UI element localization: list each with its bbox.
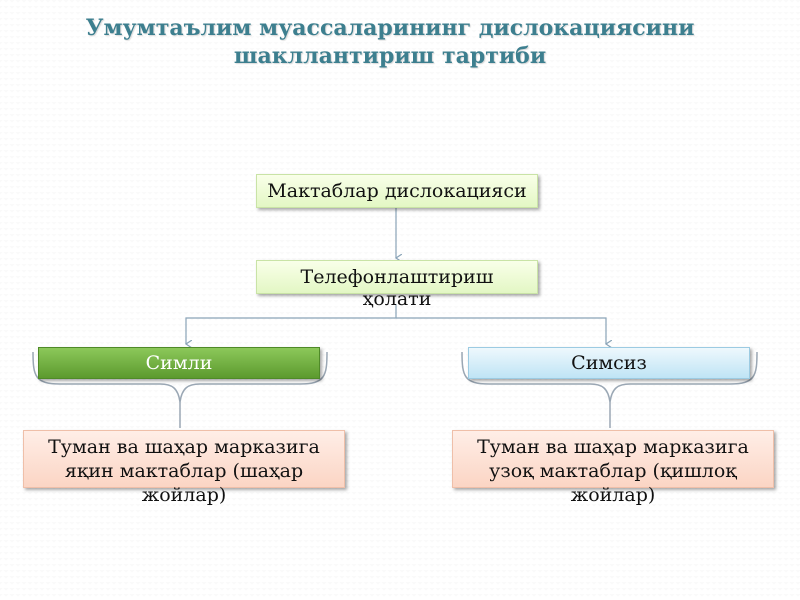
criterion-label-line-1: Телефонлаштириш bbox=[300, 266, 494, 288]
title-line-1: Умумтаълим муассаларининг дислокациясини bbox=[85, 15, 695, 41]
title-line-2: шакллантириш тартиби bbox=[233, 43, 547, 69]
urban-schools-line-2: яқин мактаблар (шаҳар bbox=[64, 460, 304, 482]
connector-criterion-split-right bbox=[396, 317, 606, 344]
wireless-label: Симсиз bbox=[571, 352, 647, 374]
category-node-wired: Симли bbox=[38, 347, 320, 379]
rural-schools-line-3: жойлар) bbox=[570, 484, 656, 506]
rural-schools-line-2: узоқ мактаблар (қишлоқ bbox=[489, 460, 737, 482]
criterion-label-line-2: ҳолати bbox=[362, 288, 432, 310]
root-node-label: Мактаблар дислокацияси bbox=[267, 180, 527, 202]
urban-schools-line-3: жойлар) bbox=[141, 484, 227, 506]
diagram-title: Умумтаълим муассаларининг дислокациясини… bbox=[60, 14, 720, 70]
connector-criterion-split bbox=[186, 304, 397, 344]
rural-schools-line-1: Туман ва шаҳар марказига bbox=[477, 436, 749, 458]
leaf-node-rural-schools: Туман ва шаҳар марказига узоқ мактаблар … bbox=[452, 430, 774, 506]
category-node-wireless: Симсиз bbox=[468, 347, 750, 379]
wired-label: Симли bbox=[145, 352, 213, 374]
root-node-school-dislocation: Мактаблар дислокацияси bbox=[256, 174, 538, 208]
urban-schools-line-1: Туман ва шаҳар марказига bbox=[48, 436, 320, 458]
criterion-node-telephony-status: Телефонлаштириш ҳолати bbox=[256, 260, 538, 310]
leaf-node-urban-schools: Туман ва шаҳар марказига яқин мактаблар … bbox=[23, 430, 345, 506]
